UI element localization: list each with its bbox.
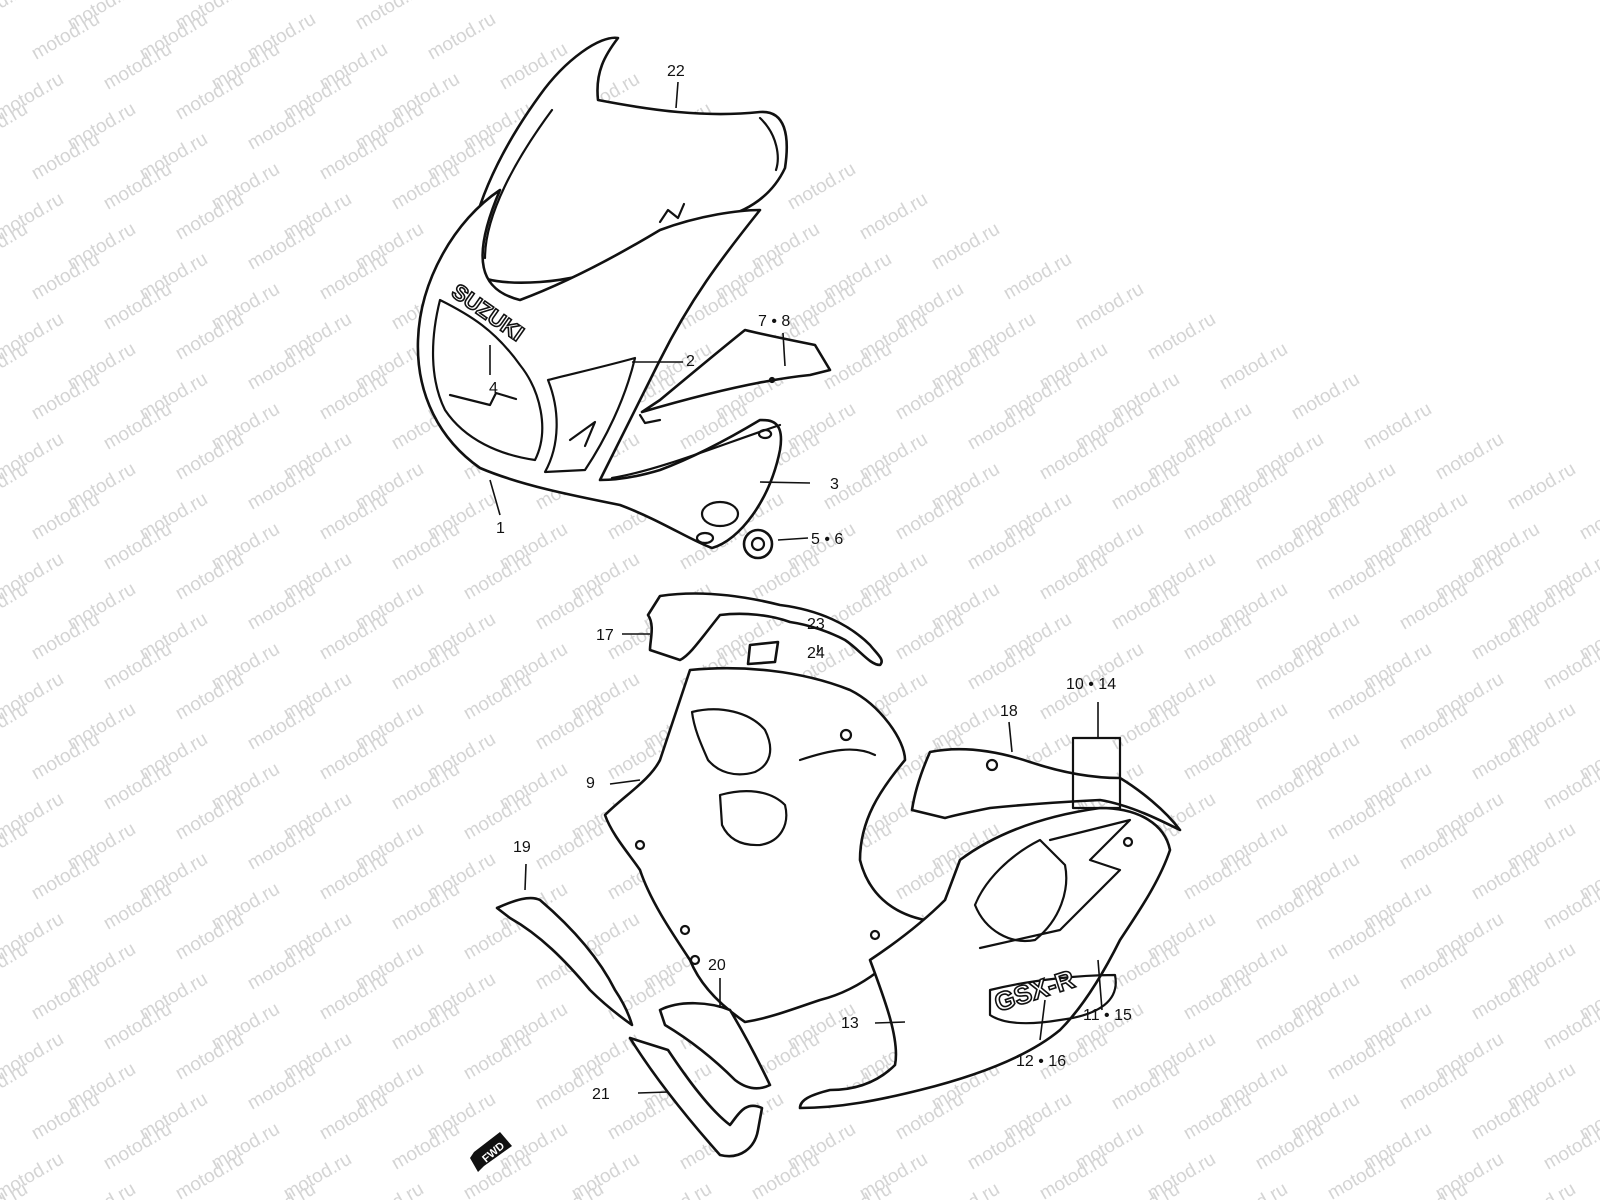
part-10-14-decal-area — [1071, 736, 1122, 810]
callout-2: 2 — [686, 353, 695, 370]
callout-22: 22 — [667, 63, 685, 80]
watermark-text: motod.ru — [856, 189, 931, 245]
watermark-text: motod.ru — [64, 1179, 139, 1200]
part-21-chin-spoiler — [628, 1036, 764, 1158]
callout-21: 21 — [592, 1086, 610, 1103]
watermark-text: motod.ru — [1216, 339, 1291, 395]
callout-13: 13 — [841, 1015, 859, 1032]
watermark-text: motod.ru — [928, 1179, 1003, 1200]
part-23-24-pad — [746, 640, 780, 666]
part-5-6-grommet — [742, 528, 774, 560]
part-13-side-cowl: GSX-R — [798, 806, 1172, 1110]
watermark-text: motod.ru — [1144, 309, 1219, 365]
watermark-text: motod.ru — [1540, 639, 1600, 695]
callout-24: 24 — [807, 645, 825, 662]
callout-23: 23 — [807, 616, 825, 633]
part-9-lower-cowl — [603, 666, 927, 1024]
part-7-8-bracket — [638, 328, 832, 425]
watermark-text: motod.ru — [1576, 489, 1600, 545]
callout-17: 17 — [596, 627, 614, 644]
part-1-upper-cowl: SUZUKI — [416, 188, 783, 550]
watermark-text: motod.ru — [1360, 399, 1435, 455]
watermark-text: motod.ru — [352, 1179, 427, 1200]
watermark-text: motod.ru — [1540, 759, 1600, 815]
callout-5-6: 5 • 6 — [811, 531, 843, 548]
callout-10-14: 10 • 14 — [1066, 676, 1116, 693]
watermark-text: motod.ru — [0, 0, 31, 34]
watermark-text: motod.ru — [1504, 1179, 1579, 1200]
watermark-text: motod.ru — [1000, 249, 1075, 305]
callout-9: 9 — [586, 775, 595, 792]
callout-3: 3 — [830, 476, 839, 493]
callout-7-8: 7 • 8 — [758, 313, 790, 330]
watermark-text: motod.ru — [352, 0, 427, 34]
watermark-text: motod.ru — [784, 159, 859, 215]
watermark-text: motod.ru — [424, 9, 499, 65]
part-18-small-panel — [910, 747, 1182, 832]
callout-1: 1 — [496, 520, 505, 537]
watermark-text: motod.ru — [1540, 999, 1600, 1055]
part-20-duct — [658, 1001, 772, 1090]
part-3-side-panel — [610, 423, 782, 480]
watermark-text: motod.ru — [1540, 1119, 1600, 1175]
part-19-scoop — [495, 896, 634, 1027]
watermark-text: motod.ru — [1288, 369, 1363, 425]
watermark-text: motod.ru — [1432, 429, 1507, 485]
callouts: 22 1 4 2 7 • 8 3 5 • 6 17 23 24 9 18 10 … — [489, 63, 1132, 1103]
callout-18: 18 — [1000, 703, 1018, 720]
callout-11-15: 11 • 15 — [1083, 1007, 1132, 1024]
callout-20: 20 — [708, 957, 726, 974]
callout-12-16: 12 • 16 — [1016, 1053, 1066, 1070]
part-17-inner-panel — [646, 592, 883, 667]
watermark-text: motod.ru — [928, 219, 1003, 275]
leader-lines — [489, 81, 1103, 1094]
callout-19: 19 — [513, 839, 531, 856]
watermark-text: motod.ru — [280, 0, 355, 4]
callout-4: 4 — [489, 380, 498, 397]
watermark-text: motod.ru — [1540, 879, 1600, 935]
watermark-text: motod.ru — [1504, 459, 1579, 515]
watermark-text: motod.ru — [640, 1179, 715, 1200]
watermark-text: motod.ru — [1216, 1179, 1291, 1200]
watermark-text: motod.ru — [1072, 279, 1147, 335]
